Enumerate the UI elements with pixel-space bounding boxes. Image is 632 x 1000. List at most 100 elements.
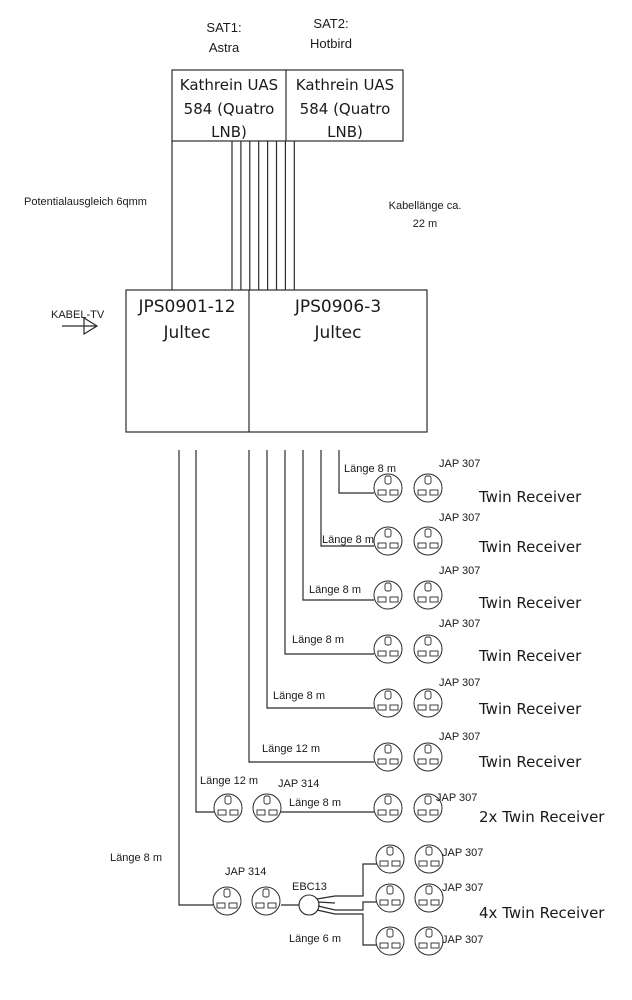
multiswitch-frame (125, 289, 428, 433)
satellite-label-hotbird: SAT2: Hotbird (310, 16, 352, 51)
lnb-1-line-3: LNB) (211, 123, 247, 141)
outlet-jap307-icon (373, 526, 403, 556)
chain-2x-cable-out-label: Länge 8 m (289, 797, 341, 809)
outlet-jap307-icon (375, 844, 405, 874)
output-wire (248, 450, 374, 763)
output-row-3: Länge 8 m JAP 307 Twin Receiver (309, 565, 582, 612)
outlet-jap307-icon (413, 688, 443, 718)
splitter-label: EBC13 (292, 881, 327, 893)
splitter-leg (316, 909, 336, 915)
sat1-name: Astra (209, 40, 240, 55)
cable-length-label: Länge 8 m (292, 634, 344, 646)
outlet-jap314-icon (212, 886, 242, 916)
output-row-2: Länge 8 m JAP 307 Twin Receiver (322, 512, 582, 556)
outlet-jap307-icon (413, 526, 443, 556)
cable-tv-label: KABEL-TV (51, 309, 105, 321)
splitter-wire-top (335, 863, 378, 897)
multiswitch-2-model: JPS0906-3 (294, 297, 381, 317)
cable-length-label: Länge 8 m (322, 534, 374, 546)
cable-length-label: Länge 8 m (273, 690, 325, 702)
outlet-label: JAP 307 (439, 618, 480, 630)
outlet-jap307-icon (413, 793, 443, 823)
sat1-label: SAT1: (206, 20, 241, 35)
chain-4x-outlet-label-2: JAP 307 (442, 882, 483, 894)
receiver-label: Twin Receiver (478, 538, 582, 556)
outlet-label: JAP 307 (439, 677, 480, 689)
chain-2x-cable-in-label: Länge 12 m (200, 775, 258, 787)
splitter-leg (317, 901, 336, 904)
multiswitch-1-brand: Jultec (163, 323, 211, 343)
outlet-jap307-icon (373, 634, 403, 664)
output-wire (284, 450, 374, 655)
receiver-label: Twin Receiver (478, 700, 582, 718)
outlet-jap307-icon (373, 580, 403, 610)
chain-4x-wire-in (178, 450, 213, 906)
receiver-label: Twin Receiver (478, 753, 582, 771)
chain-4x-outlet-label-3: JAP 307 (442, 934, 483, 946)
output-wire (338, 450, 374, 494)
lnb-2-line-3: LNB) (327, 123, 363, 141)
outlets (212, 473, 444, 956)
outlet-jap307-icon (373, 742, 403, 772)
output-row-5: Länge 8 m JAP 307 Twin Receiver (273, 677, 582, 718)
cable-length-label: Länge 8 m (309, 584, 361, 596)
outlet-jap307-icon (413, 473, 443, 503)
receiver-label: Twin Receiver (478, 488, 582, 506)
splitter-leg (316, 895, 336, 900)
output-row-6: Länge 12 m JAP 307 Twin Receiver (262, 731, 582, 771)
outlet-jap307-icon (414, 926, 444, 956)
chain-4x-outlet-label-1: JAP 307 (442, 847, 483, 859)
chain-2x-jap314-label: JAP 314 (278, 778, 319, 790)
output-row-1: Länge 8 m JAP 307 Twin Receiver (344, 458, 582, 506)
outlet-label: JAP 307 (439, 512, 480, 524)
lnb-box: Kathrein UAS 584 (Quatro LNB) Kathrein U… (171, 69, 404, 142)
sat2-name: Hotbird (310, 36, 352, 51)
outlet-jap314-icon (251, 886, 281, 916)
outlet-jap307-icon (373, 473, 403, 503)
output-wires (178, 450, 378, 946)
output-wire (320, 450, 374, 547)
multiswitch-box: JPS0901-12 Jultec JPS0906-3 Jultec (125, 289, 428, 433)
potential-equalization-label: Potentialausgleich 6qmm (24, 196, 147, 208)
output-wire (266, 450, 374, 709)
chain-2x: Länge 12 m JAP 314 Länge 8 m JAP 307 2x … (200, 775, 605, 826)
outlet-jap307-icon (375, 883, 405, 913)
outlet-jap307-icon (373, 793, 403, 823)
satellite-label-astra: SAT1: Astra (206, 20, 241, 55)
chain-4x-jap314-label: JAP 314 (225, 866, 266, 878)
output-wire (302, 450, 374, 601)
lnb-2-line-2: 584 (Quatro (300, 100, 391, 118)
outlet-jap307-icon (413, 742, 443, 772)
lnb-frame (171, 69, 404, 142)
chain-2x-outlet-label: JAP 307 (436, 792, 477, 804)
chain-4x-receiver-label: 4x Twin Receiver (479, 904, 605, 922)
outlet-jap314-icon (213, 793, 243, 823)
lnb-1-line-2: 584 (Quatro (184, 100, 275, 118)
outlet-label: JAP 307 (439, 565, 480, 577)
outlet-label: JAP 307 (439, 731, 480, 743)
cable-tv-arrow-icon (83, 316, 99, 336)
chain-2x-receiver-label: 2x Twin Receiver (479, 808, 605, 826)
chain-4x: Länge 8 m JAP 314 EBC13 Länge 6 m JAP 30… (110, 847, 605, 946)
cable-length-label-line-1: Kabellänge ca. (389, 200, 462, 212)
splitter-wire-bottom (335, 913, 378, 946)
cable-length-label: Länge 12 m (262, 743, 320, 755)
outlet-jap307-icon (414, 883, 444, 913)
cable-length-label: Länge 8 m (344, 463, 396, 475)
chain-4x-cable-in-label: Länge 8 m (110, 852, 162, 864)
multiswitch-1-model: JPS0901-12 (137, 297, 235, 317)
outlet-jap307-icon (413, 580, 443, 610)
cable-tv-input: KABEL-TV (51, 309, 105, 336)
multiswitch-2-brand: Jultec (314, 323, 362, 343)
chain-4x-cable-out-label: Länge 6 m (289, 933, 341, 945)
lnb-1-line-1: Kathrein UAS (180, 76, 278, 94)
chain-2x-wire-in (195, 450, 214, 813)
outlet-label: JAP 307 (439, 458, 480, 470)
sat2-label: SAT2: (313, 16, 348, 31)
splitter-wire-middle (335, 901, 378, 911)
splitter-icon (298, 894, 320, 916)
output-row-4: Länge 8 m JAP 307 Twin Receiver (292, 618, 582, 665)
cable-length-label-line-2: 22 m (413, 218, 437, 230)
splitter-leg (317, 905, 336, 911)
